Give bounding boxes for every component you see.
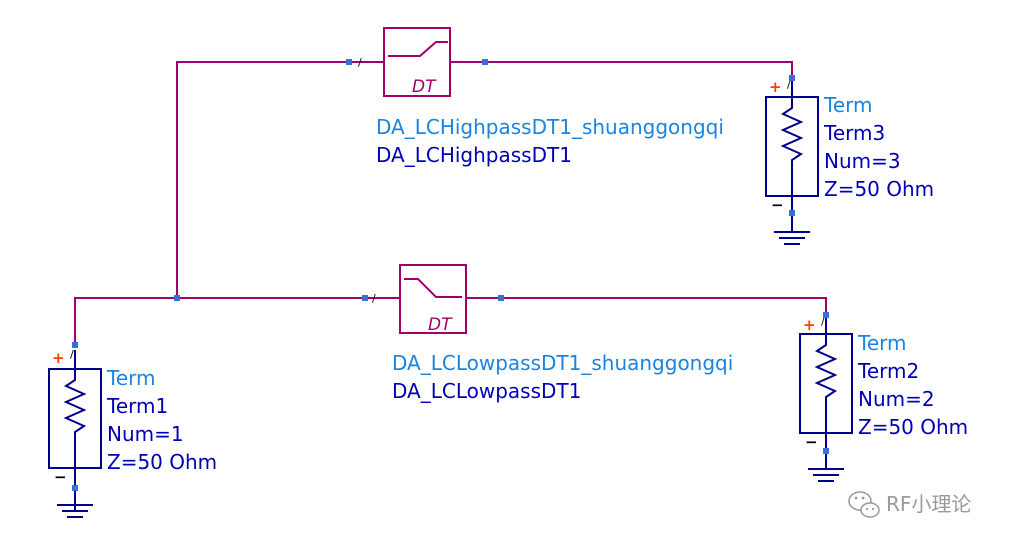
- highpass-response-icon: [388, 41, 448, 57]
- term3-impedance: Z=50 Ohm: [824, 177, 934, 201]
- lowpass-pin-in-tick: /: [372, 292, 376, 305]
- wire-highpass-input[interactable]: [176, 61, 384, 298]
- term3-plus-mark: +: [769, 78, 782, 96]
- highpass-filter-block[interactable]: DT /: [346, 27, 488, 97]
- term1-pin-tick: /: [70, 348, 74, 361]
- term2-ground-icon: [808, 468, 844, 482]
- wire-lowpass-output[interactable]: [466, 297, 827, 318]
- term1-num: Num=1: [107, 422, 184, 446]
- term1-component[interactable]: + / −: [48, 342, 102, 518]
- term3-minus-mark: −: [771, 196, 784, 214]
- watermark-text: RF小理论: [886, 492, 971, 516]
- lowpass-filter-body[interactable]: [399, 264, 467, 334]
- term2-type: Term: [857, 331, 906, 355]
- highpass-pin-in[interactable]: [346, 59, 352, 65]
- lowpass-instance-name: DA_LCLowpassDT1_shuanggongqi: [392, 351, 733, 375]
- term1-ground-icon: [57, 504, 93, 518]
- term3-num: Num=3: [824, 149, 901, 173]
- term2-name: Term2: [857, 359, 919, 383]
- term2-component[interactable]: + / −: [799, 312, 853, 482]
- term1-plus-mark: +: [52, 349, 65, 367]
- term2-resistor-icon: [814, 337, 838, 470]
- term3-name: Term3: [823, 121, 885, 145]
- highpass-model-name: DA_LCHighpassDT1: [376, 143, 572, 167]
- term2-pin-bottom[interactable]: [823, 448, 829, 454]
- term3-type: Term: [823, 93, 872, 117]
- term2-minus-mark: −: [805, 433, 818, 451]
- wire-junction[interactable]: [174, 295, 180, 301]
- term2-impedance: Z=50 Ohm: [858, 415, 968, 439]
- term2-pin-top[interactable]: [823, 312, 829, 318]
- term2-plus-mark: +: [803, 316, 816, 334]
- highpass-pin-in-tick: /: [358, 56, 362, 69]
- term1-impedance: Z=50 Ohm: [107, 450, 217, 474]
- highpass-pin-out[interactable]: [482, 59, 488, 65]
- lowpass-symbol-label: DT: [428, 315, 453, 335]
- lowpass-model-name: DA_LCLowpassDT1: [392, 379, 581, 403]
- watermark: RF小理论: [848, 491, 971, 518]
- term1-resistor-icon: [63, 372, 87, 510]
- term3-pin-tick: /: [787, 78, 791, 91]
- highpass-instance-name: DA_LCHighpassDT1_shuanggongqi: [376, 115, 724, 139]
- term2-pin-tick: /: [821, 315, 825, 328]
- wechat-icon: [848, 491, 880, 518]
- lowpass-pin-out[interactable]: [498, 295, 504, 301]
- term3-resistor-icon: [780, 100, 804, 232]
- wire-port1-to-lowpass[interactable]: [74, 297, 400, 345]
- term3-pin-bottom[interactable]: [789, 210, 795, 216]
- term3-ground-icon: [774, 231, 810, 245]
- term1-minus-mark: −: [54, 468, 67, 486]
- highpass-filter-body[interactable]: [383, 27, 451, 97]
- term1-type: Term: [106, 366, 155, 390]
- lowpass-pin-in[interactable]: [362, 295, 368, 301]
- term1-pin-bottom[interactable]: [72, 485, 78, 491]
- lowpass-response-icon: [404, 278, 462, 298]
- term2-num: Num=2: [858, 387, 935, 411]
- highpass-symbol-label: DT: [412, 77, 437, 97]
- wire-highpass-output[interactable]: [450, 61, 793, 82]
- term3-pin-top[interactable]: [789, 75, 795, 81]
- term1-name: Term1: [106, 394, 168, 418]
- term3-component[interactable]: + / −: [765, 75, 819, 245]
- term1-pin-top[interactable]: [72, 342, 78, 348]
- lowpass-filter-block[interactable]: DT /: [362, 264, 504, 335]
